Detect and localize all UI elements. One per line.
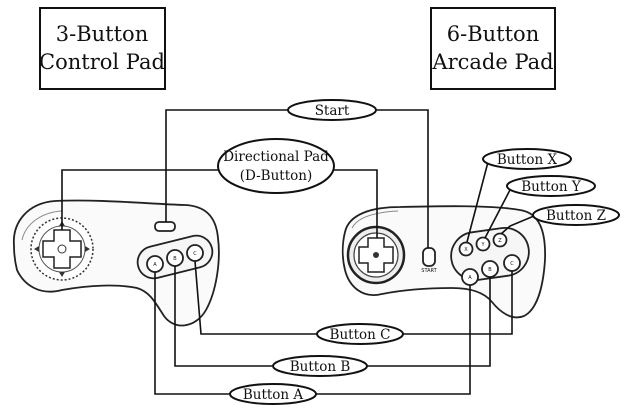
title-6-button-line2: Arcade Pad (431, 50, 553, 74)
six-face-c-mark: C (510, 261, 514, 267)
title-box-3-button: 3-Button Control Pad (39, 7, 166, 90)
callout-button-b: Button B (272, 355, 368, 377)
six-button-dpad (346, 225, 406, 285)
label-button-c: Button C (330, 327, 391, 343)
face-y-mark: Y (480, 242, 485, 248)
face-c-mark: C (193, 251, 197, 257)
connector-lines (61, 109, 535, 395)
callout-button-x: Button X (482, 148, 572, 170)
button-b-line-right (367, 277, 491, 367)
title-3-button-line2: Control Pad (39, 50, 165, 74)
button-c-line-right (403, 271, 513, 335)
title-box-6-button: 6-Button Arcade Pad (430, 7, 556, 90)
face-b-mark: B (173, 256, 177, 262)
label-button-b: Button B (290, 359, 351, 375)
face-z-mark: Z (498, 238, 502, 244)
dpad-line-left (61, 169, 218, 230)
label-button-x: Button X (497, 152, 558, 168)
button-y-line (484, 187, 512, 239)
six-button-controller: START X Y Z A B C (341, 205, 546, 319)
label-button-y: Button Y (521, 179, 582, 195)
label-button-z: Button Z (546, 208, 606, 224)
six-button-start-button (422, 247, 436, 267)
start-line-right (377, 109, 429, 248)
dpad-line-right (333, 169, 378, 238)
button-c-line-left (194, 260, 317, 335)
callout-directional-pad: Directional Pad (D-Button) (217, 138, 335, 194)
six-face-a-mark: A (468, 275, 472, 281)
label-button-a: Button A (243, 387, 304, 403)
callout-button-y: Button Y (506, 175, 596, 197)
label-d-button: (D-Button) (240, 168, 312, 184)
button-b-line-left (174, 266, 272, 367)
button-a-line-left (154, 272, 230, 395)
button-a-line-right (316, 285, 471, 395)
three-button-dpad (30, 217, 94, 281)
six-button-face-y (475, 236, 491, 252)
callout-button-z: Button Z (532, 204, 620, 226)
button-z-line (500, 215, 535, 235)
callout-button-a: Button A (229, 383, 317, 405)
title-3-button-line1: 3-Button (56, 22, 148, 46)
callout-button-c: Button C (316, 323, 404, 345)
label-directional-pad: Directional Pad (223, 149, 329, 165)
title-6-button-line1: 6-Button (447, 22, 539, 46)
six-face-b-mark: B (488, 267, 492, 273)
button-x-line (466, 161, 489, 243)
face-x-mark: X (464, 247, 468, 253)
start-tag-mark: START (421, 268, 437, 274)
label-start: Start (315, 103, 350, 119)
six-button-face-x (458, 241, 474, 257)
six-button-face-z (492, 232, 508, 248)
callout-start: Start (287, 99, 377, 121)
three-button-controller: A B C (13, 199, 220, 327)
start-line-left (165, 109, 288, 222)
face-a-mark: A (153, 262, 157, 268)
three-button-start-button (154, 221, 176, 232)
